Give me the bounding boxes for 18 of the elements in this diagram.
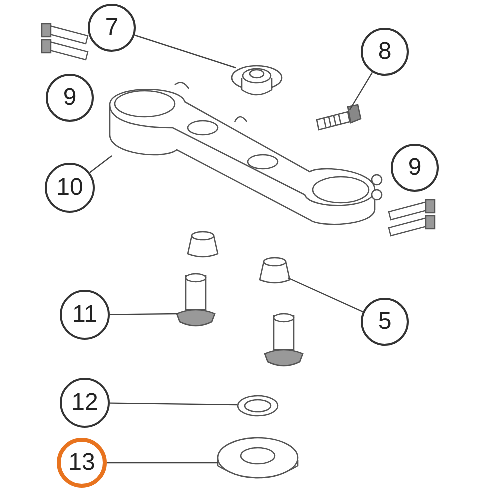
bolt-drawing [314,104,362,130]
leader-line [288,277,364,313]
callout-number: 7 [88,4,136,52]
leader-line [90,156,112,174]
callout-number: 8 [361,28,409,76]
leader-line [110,402,237,406]
callout-number: 11 [60,290,110,340]
leader-line [107,462,218,464]
leader-line [349,72,374,110]
callout-number: 13 [57,438,107,488]
callout-number: 12 [60,378,110,428]
callout-number: 5 [361,298,409,346]
leader-line [134,34,236,69]
leader-line [110,313,178,316]
callout-number: 10 [45,163,95,213]
callout-number: 9 [391,144,439,192]
ring-drawing [236,394,280,418]
callout-number: 9 [46,74,94,122]
